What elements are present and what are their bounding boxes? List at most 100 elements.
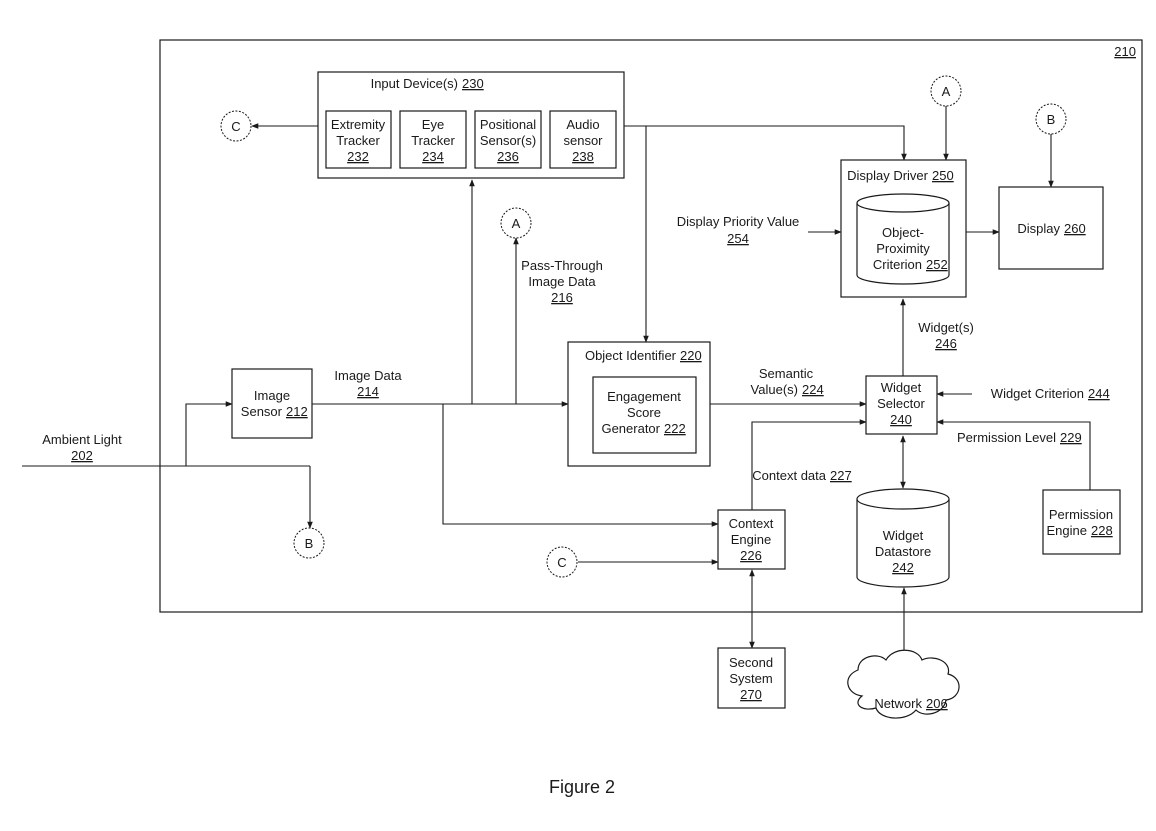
permission-engine-line2: Engine <box>1047 523 1087 538</box>
widget-selector-line2: Selector <box>877 396 925 411</box>
svg-text:C: C <box>231 119 240 134</box>
permission-engine-box: Permission Engine 228 <box>1042 489 1121 555</box>
input-devices-title: Input Device(s) <box>371 76 458 91</box>
image-sensor-number: 212 <box>286 404 308 419</box>
semantic-values-line2: Value(s) <box>751 382 798 397</box>
connector-a-middle: A <box>500 207 532 239</box>
criterion-line1: Object- <box>882 225 924 240</box>
permission-level-label: Permission Level <box>957 430 1056 445</box>
engagement-number: 222 <box>664 421 686 436</box>
context-engine-line1: Context <box>729 516 774 531</box>
display-driver-title: Display Driver <box>847 168 929 183</box>
display-priority-label: Display Priority Value <box>677 214 800 229</box>
positional-sensor-line2: Sensor(s) <box>480 133 536 148</box>
network-number: 206 <box>926 696 948 711</box>
image-data-label: Image Data <box>334 368 402 383</box>
engagement-line2: Score <box>627 405 661 420</box>
image-sensor-box: Image Sensor 212 <box>231 368 313 439</box>
display-driver-group: Display Driver 250 Object- Proximity Cri… <box>840 159 967 298</box>
object-proximity-criterion-cylinder <box>856 193 950 285</box>
permission-level-number: 229 <box>1060 430 1082 445</box>
permission-engine-number: 228 <box>1091 523 1113 538</box>
image-data-to-context-engine-arrow <box>442 404 719 527</box>
svg-text:A: A <box>942 84 951 99</box>
context-data-number: 227 <box>830 468 852 483</box>
widget-criterion-label: Widget Criterion <box>991 386 1084 401</box>
widget-datastore-cylinder: Widget Datastore 242 <box>856 488 950 588</box>
display-priority-number: 254 <box>727 231 749 246</box>
display-number: 260 <box>1064 221 1086 236</box>
positional-sensor-line1: Positional <box>480 117 536 132</box>
extremity-tracker-box <box>325 110 392 169</box>
ambient-light-label: Ambient Light <box>42 432 122 447</box>
audio-sensor-box <box>549 110 617 169</box>
audio-sensor-line2: sensor <box>563 133 603 148</box>
engagement-score-generator-box <box>592 376 697 454</box>
input-devices-number: 230 <box>462 76 484 91</box>
widget-criterion-number: 244 <box>1088 386 1110 401</box>
context-data-arrow <box>751 419 867 510</box>
input-devices-group: Input Device(s) 230 Extremity Tracker 23… <box>317 71 625 179</box>
pass-through-line2: Image Data <box>528 274 596 289</box>
ambient-to-image-sensor-arrow <box>185 401 233 466</box>
figure-caption: Figure 2 <box>549 777 615 797</box>
connector-b-top: B <box>1035 103 1067 135</box>
image-sensor-line2: Sensor <box>241 404 283 419</box>
ambient-light-number: 202 <box>71 448 93 463</box>
eye-tracker-number: 234 <box>422 149 444 164</box>
widget-selector-line1: Widget <box>881 380 922 395</box>
eye-tracker-line1: Eye <box>422 117 444 132</box>
eye-tracker-box <box>399 110 467 169</box>
connector-b-bottom: B <box>293 527 325 559</box>
display-label: Display <box>1017 221 1060 236</box>
pass-through-number: 216 <box>551 290 573 305</box>
system-number: 210 <box>1114 44 1136 59</box>
context-engine-box: Context Engine 226 <box>717 509 786 570</box>
connector-c-top: C <box>220 110 252 142</box>
extremity-tracker-line2: Tracker <box>336 133 380 148</box>
image-sensor-line1: Image <box>254 388 290 403</box>
svg-text:B: B <box>1047 112 1056 127</box>
criterion-number: 252 <box>926 257 948 272</box>
widgets-label: Widget(s) <box>918 320 974 335</box>
positional-sensor-box <box>474 110 542 169</box>
input-devices-to-display-driver-arrow <box>624 125 907 161</box>
context-engine-line2: Engine <box>731 532 771 547</box>
second-system-line2: System <box>729 671 772 686</box>
svg-text:C: C <box>557 555 566 570</box>
permission-engine-line1: Permission <box>1049 507 1113 522</box>
display-box: Display 260 <box>998 186 1104 270</box>
widget-selector-box: Widget Selector 240 <box>865 375 938 435</box>
object-identifier-group: Object Identifier 220 Engagement Score G… <box>567 341 711 467</box>
connector-a-top: A <box>930 75 962 107</box>
eye-tracker-line2: Tracker <box>411 133 455 148</box>
permission-level-arrow <box>936 419 1091 490</box>
object-identifier-title: Object Identifier <box>585 348 677 363</box>
pass-through-line1: Pass-Through <box>521 258 603 273</box>
widget-datastore-number: 242 <box>892 560 914 575</box>
criterion-line3: Criterion <box>873 257 922 272</box>
criterion-line2: Proximity <box>876 241 930 256</box>
engagement-line3: Generator <box>601 421 660 436</box>
display-driver-number: 250 <box>932 168 954 183</box>
svg-text:A: A <box>512 216 521 231</box>
second-system-line1: Second <box>729 655 773 670</box>
audio-sensor-number: 238 <box>572 149 594 164</box>
network-label: Network <box>874 696 922 711</box>
context-data-label: Context data <box>752 468 826 483</box>
semantic-values-line1: Semantic <box>759 366 814 381</box>
second-system-number: 270 <box>740 687 762 702</box>
object-identifier-number: 220 <box>680 348 702 363</box>
image-data-number: 214 <box>357 384 379 399</box>
second-system-box: Second System 270 <box>717 647 786 709</box>
extremity-tracker-number: 232 <box>347 149 369 164</box>
audio-sensor-line1: Audio <box>566 117 599 132</box>
extremity-tracker-line1: Extremity <box>331 117 386 132</box>
context-engine-number: 226 <box>740 548 762 563</box>
positional-sensor-number: 236 <box>497 149 519 164</box>
semantic-values-number: 224 <box>802 382 824 397</box>
widget-datastore-line1: Widget <box>883 528 924 543</box>
connector-c-bottom: C <box>546 546 578 578</box>
network-cloud: Network 206 <box>847 649 960 719</box>
